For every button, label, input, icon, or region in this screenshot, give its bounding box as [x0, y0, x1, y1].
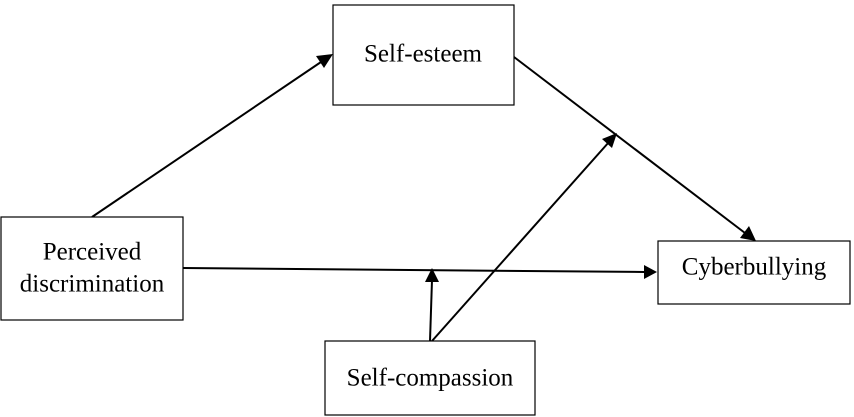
arrowhead-self-esteem — [316, 54, 333, 68]
perceived-discrimination-box — [0, 216, 184, 321]
arrowhead-direct-path — [425, 268, 439, 282]
edge-compassion-to-indirect-path — [431, 141, 610, 342]
node-self-esteem: Self-esteem — [332, 4, 515, 106]
edges — [91, 54, 756, 342]
edge-compassion-to-direct-path — [429, 279, 433, 342]
self-compassion-box — [324, 340, 536, 416]
arrowhead-cyberbullying-left — [644, 265, 657, 279]
self-compassion-label: Self-compassion — [347, 365, 514, 392]
self-esteem-box — [332, 4, 515, 106]
node-self-compassion: Self-compassion — [324, 340, 536, 416]
cyberbullying-label: Cyberbullying — [682, 254, 827, 281]
edge-discrimination-to-cyberbullying — [182, 267, 645, 273]
self-esteem-label: Self-esteem — [364, 41, 483, 68]
edge-discrimination-to-self-esteem — [91, 61, 322, 218]
node-cyberbullying: Cyberbullying — [657, 240, 851, 305]
arrowhead-cyberbullying-top — [740, 226, 756, 241]
node-perceived-discrimination: Perceived discrimination — [0, 216, 184, 321]
cyberbullying-box — [657, 240, 851, 305]
perceived-discrimination-label-line2: discrimination — [20, 271, 165, 298]
arrowhead-indirect-path — [602, 133, 617, 148]
edge-self-esteem-to-cyberbullying — [513, 56, 746, 234]
perceived-discrimination-label-line1: Perceived — [43, 239, 142, 266]
